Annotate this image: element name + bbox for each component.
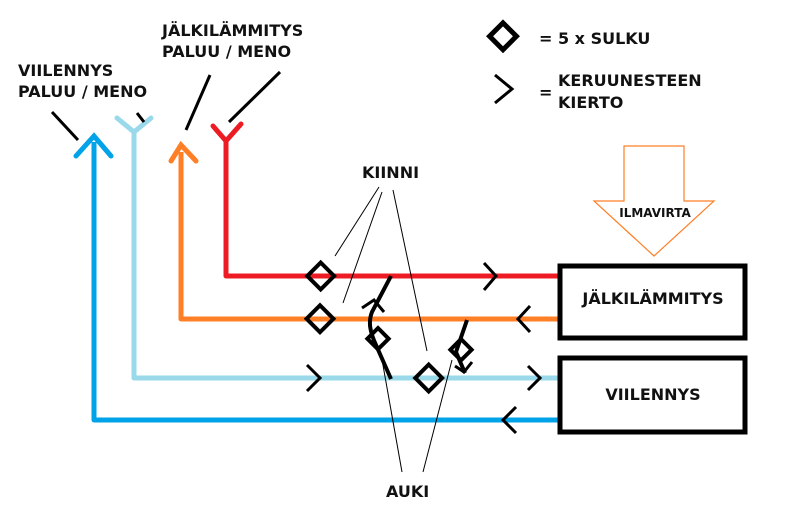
pointer-line [184, 74, 212, 131]
bypass-flow-icon [454, 361, 474, 375]
pointer-line [227, 70, 282, 124]
pointer-line [342, 191, 383, 304]
reheat-return-pipe [178, 152, 558, 322]
flow-direction-icon [482, 261, 499, 291]
pointer-line [380, 353, 403, 473]
open-valve-left [364, 325, 392, 353]
reheat-unit-label: JÄLKILÄMMITYS [581, 289, 723, 308]
cooling-unit-label: VIILENNYS [605, 385, 700, 404]
legend-flow-chevron-icon [494, 73, 515, 105]
legend-valve-text: = 5 x SULKU [539, 29, 650, 48]
legend-valve-icon [486, 19, 520, 54]
airflow-label: ILMAVIRTA [619, 206, 691, 220]
reheat-supply-fork-icon [210, 121, 244, 145]
open-bypass-reheat-to-cooling [367, 275, 393, 380]
flow-direction-icon [500, 405, 518, 435]
pointer-line [50, 110, 80, 142]
bypass-flow-icon [361, 298, 386, 313]
pointer-line [334, 186, 380, 257]
reheat-ports-label-line1: JÄLKILÄMMITYS [161, 21, 303, 40]
legend-flow-eq: = [539, 83, 552, 102]
flow-direction-icon [526, 364, 543, 392]
open-label: AUKI [386, 482, 429, 501]
legend-flow-text-line1: KERUUNESTEEN [558, 71, 702, 90]
airflow-arrow-icon [592, 145, 716, 257]
reheat-supply-pipe [223, 140, 558, 279]
closed-label: KIINNI [362, 163, 419, 182]
cooling-supply-pipe [131, 130, 558, 381]
pointer-line [135, 112, 146, 123]
closed-valve-reheat-return [303, 302, 337, 335]
reheat-unit-box [557, 263, 748, 341]
reheat-return-arrow-icon [168, 140, 199, 164]
closed-valve-reheat-supply [304, 259, 337, 293]
open-bypass-return [453, 319, 469, 374]
pointer-line [422, 359, 453, 473]
cooling-supply-fork-icon [114, 115, 154, 136]
cooling-unit-box [557, 355, 748, 435]
legend-flow-text-line2: KIERTO [558, 93, 623, 112]
reheat-ports-label-line2: PALUU / MENO [162, 42, 291, 61]
flow-direction-icon [305, 363, 323, 393]
cooling-ports-label-line2: PALUU / MENO [18, 82, 147, 101]
cooling-return-pipe [91, 142, 558, 423]
cooling-ports-label-line1: VIILENNYS [18, 61, 113, 80]
closed-valve-cooling-supply [412, 361, 445, 395]
pointer-line [392, 189, 428, 352]
cooling-return-arrow-icon [73, 132, 114, 159]
flow-direction-icon [515, 304, 532, 334]
open-valve-right [447, 336, 475, 364]
